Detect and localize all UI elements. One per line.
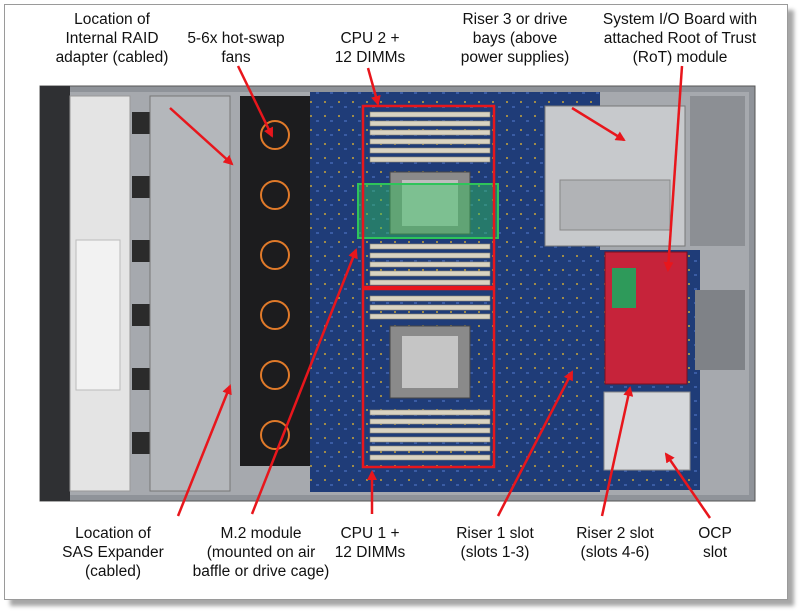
rear-ports bbox=[695, 290, 745, 370]
front-drive-bay bbox=[40, 86, 231, 501]
label-cpu1: CPU 1 +12 DIMMs bbox=[334, 525, 406, 561]
arrow-riser2 bbox=[600, 386, 634, 517]
callout-boxes bbox=[361, 104, 496, 469]
callout-arrows bbox=[169, 65, 712, 519]
riser3-bay bbox=[544, 96, 745, 247]
rot-module bbox=[612, 268, 636, 308]
dimm-icon bbox=[369, 111, 491, 461]
arrow-raid bbox=[169, 107, 234, 166]
fan-cage bbox=[240, 96, 310, 466]
arrow-fans bbox=[236, 65, 274, 138]
arrow-ocp bbox=[664, 452, 712, 519]
fan-icon bbox=[260, 120, 290, 450]
label-cpu2: CPU 2 +12 DIMMs bbox=[334, 30, 406, 66]
arrow-m2 bbox=[250, 248, 358, 515]
arrow-riser1 bbox=[496, 370, 574, 517]
arrow-cpu2 bbox=[366, 67, 381, 106]
arrow-sas bbox=[176, 384, 232, 517]
cpu1-box bbox=[361, 287, 496, 469]
cpu2-box bbox=[361, 104, 496, 289]
cpu2-highlight bbox=[357, 183, 499, 239]
label-riser2: Riser 2 slot(slots 4-6) bbox=[576, 525, 654, 561]
arrow-riser3 bbox=[571, 106, 626, 142]
ocp-slot bbox=[603, 391, 691, 471]
cpu-icon bbox=[389, 171, 471, 399]
arrow-sysio bbox=[663, 65, 684, 272]
label-riser1: Riser 1 slot(slots 1-3) bbox=[456, 525, 534, 561]
